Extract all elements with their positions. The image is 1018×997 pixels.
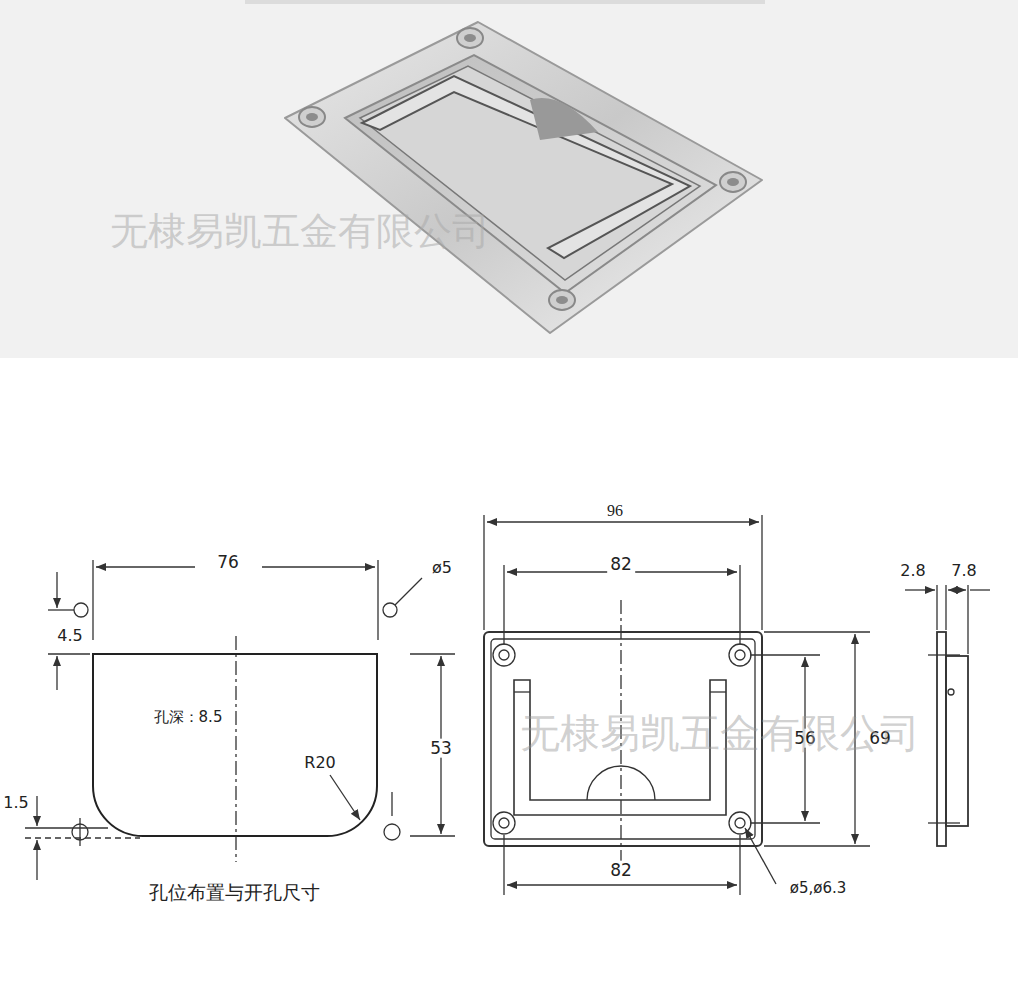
- dimension: 4.5: [54, 627, 85, 645]
- cutout-outline: 孔深：8.5R20: [93, 654, 377, 836]
- watermark: 无棣易凯五金有限公司: [520, 711, 920, 755]
- watermark: 无棣易凯五金有限公司: [110, 211, 490, 253]
- dimension: 1.5: [0, 794, 31, 812]
- dimension: 2.8: [897, 562, 928, 580]
- dimension: ø5,ø6.3: [787, 880, 850, 897]
- depth-note: 孔深：8.5: [154, 708, 223, 727]
- dimension: 76: [214, 553, 242, 572]
- cutout-shape: [93, 654, 379, 838]
- dimension: 82: [607, 555, 635, 574]
- dimension: 53: [427, 739, 455, 758]
- dimension: 7.8: [948, 562, 979, 580]
- caption-text: 孔位布置与开孔尺寸: [149, 882, 320, 903]
- dimension: 82: [607, 861, 635, 880]
- dimension: ø5: [429, 559, 455, 577]
- dimension: 96: [604, 502, 626, 520]
- radius-dimension: R20: [304, 753, 335, 772]
